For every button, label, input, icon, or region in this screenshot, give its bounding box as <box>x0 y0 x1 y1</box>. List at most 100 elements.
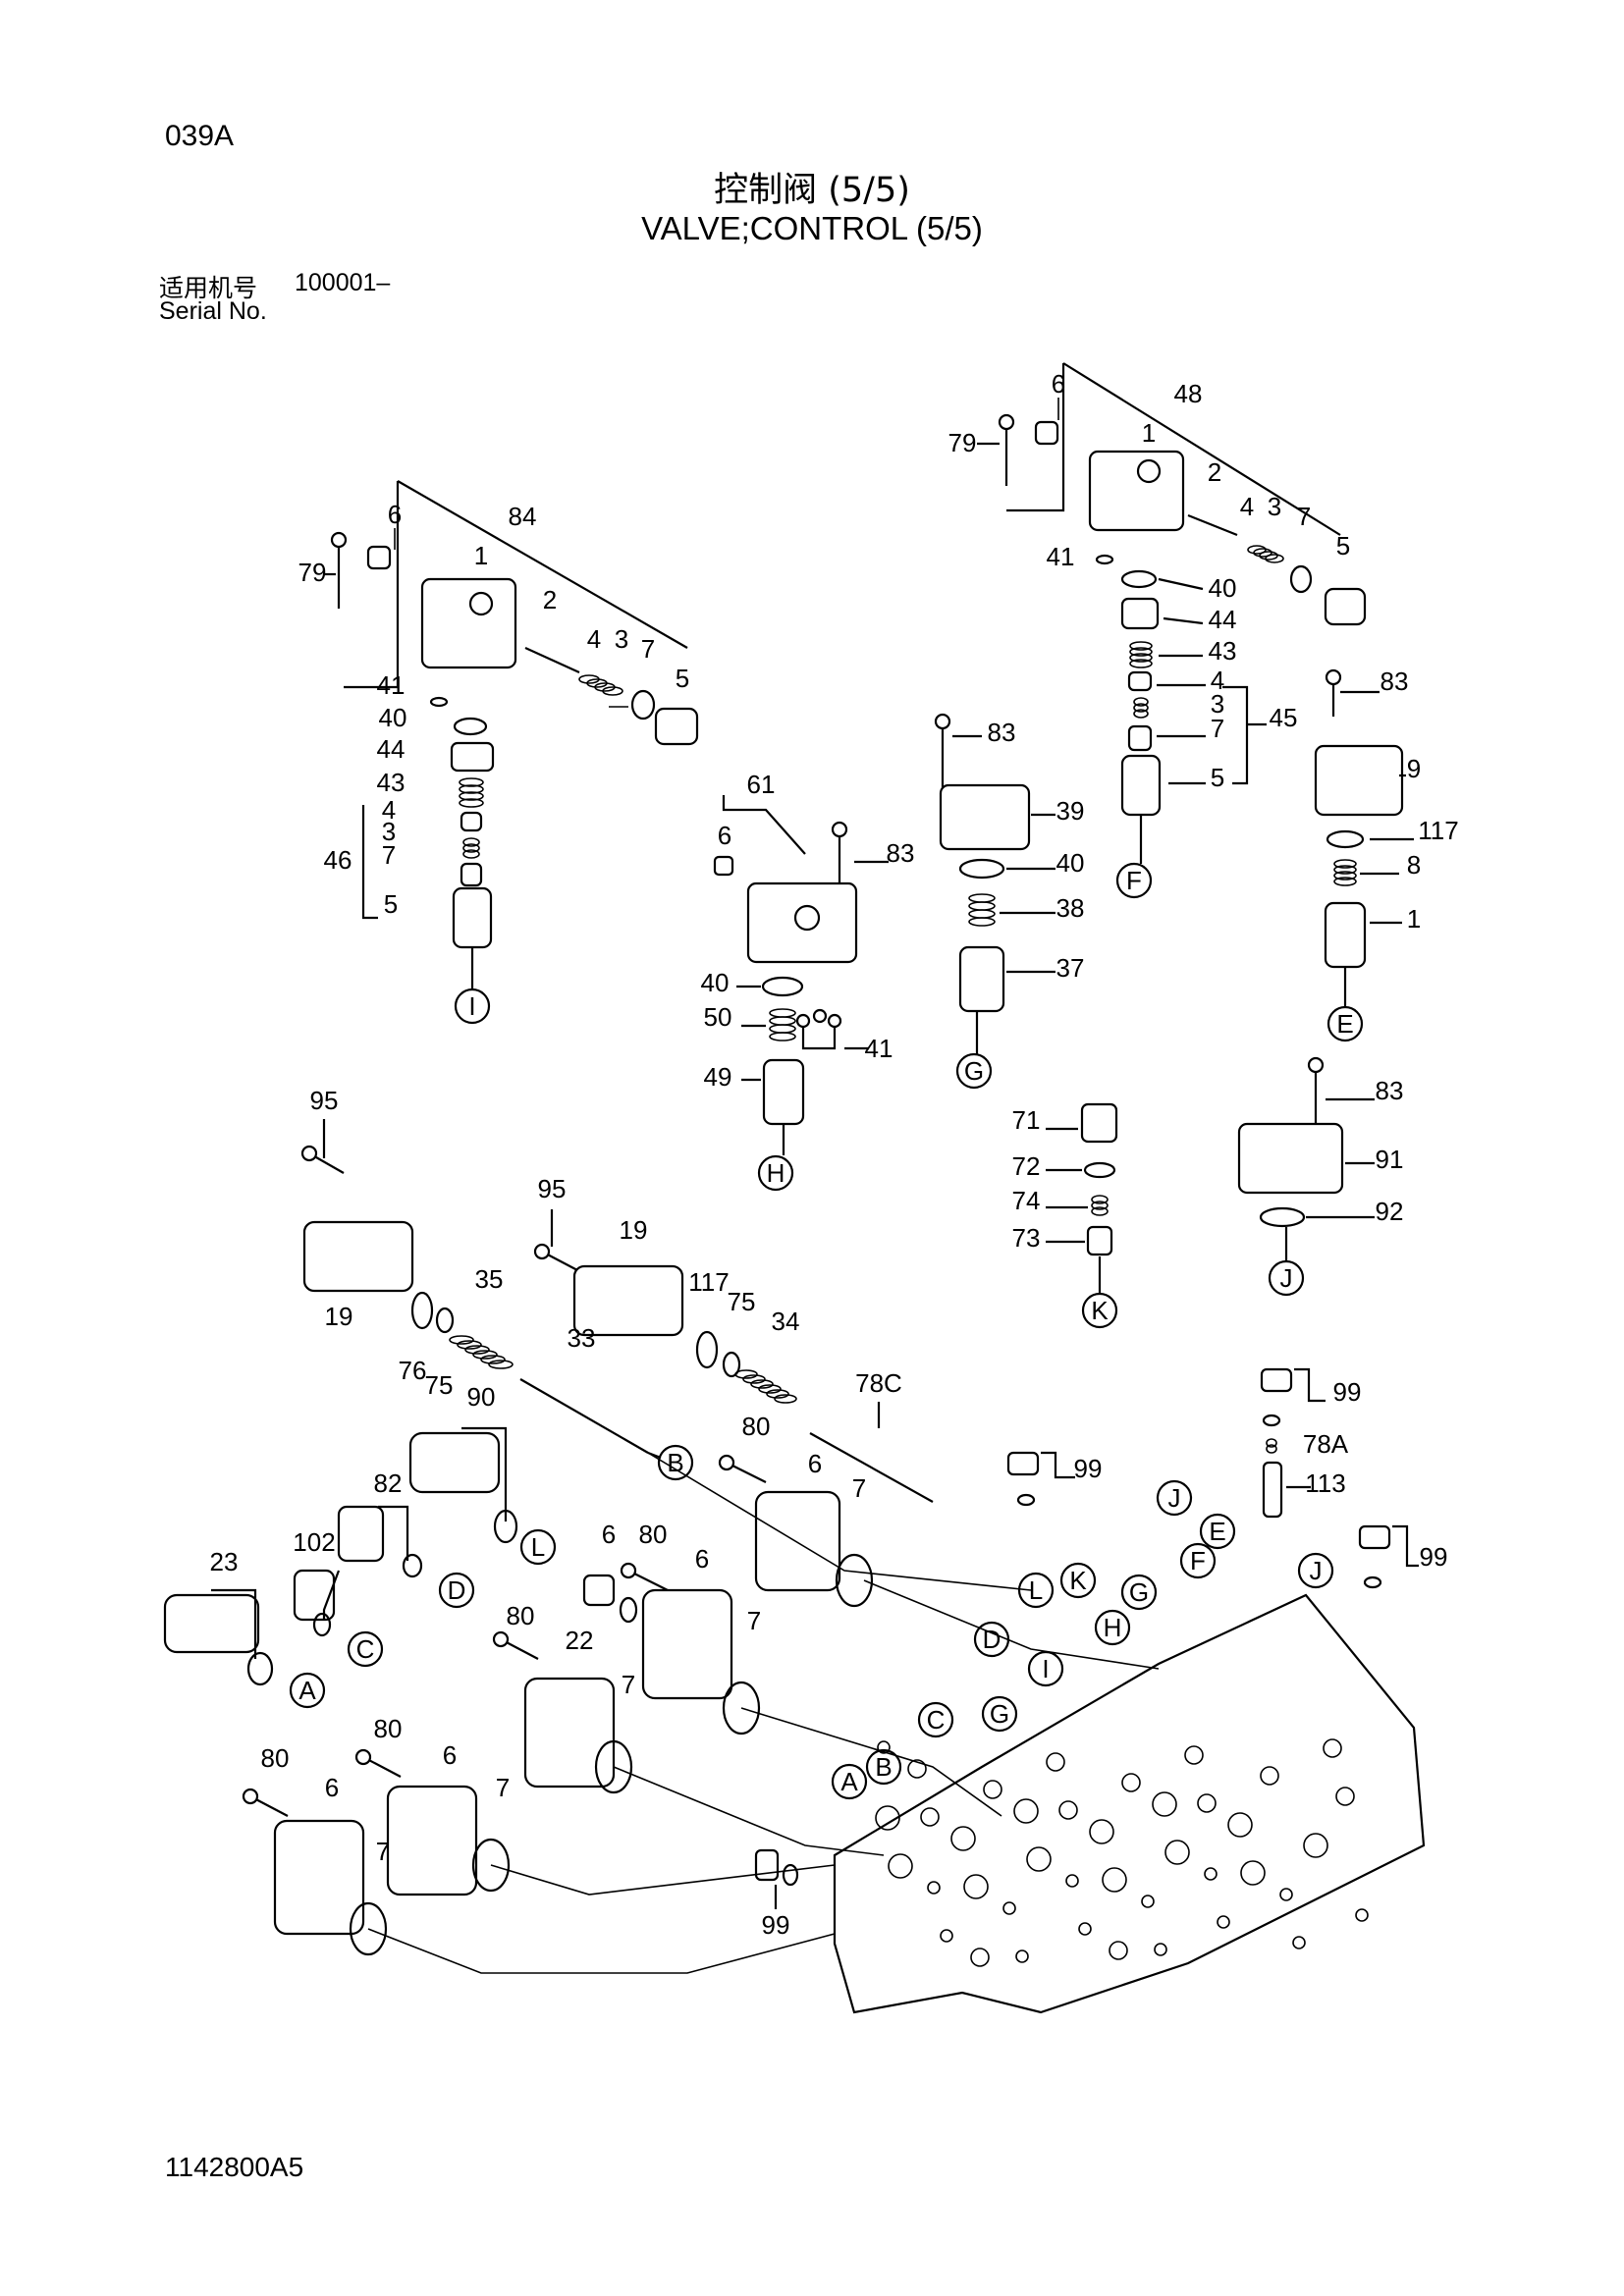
leader-line <box>722 795 806 855</box>
body-port <box>1197 1793 1217 1813</box>
spring-coil <box>462 849 480 859</box>
spring-coil <box>472 1350 498 1360</box>
bolt-head <box>620 1562 637 1579</box>
callout-45: 45 <box>1270 703 1298 732</box>
callout-1: 1 <box>1142 418 1156 448</box>
connector-I: I <box>1042 1654 1049 1683</box>
spring-coil <box>1333 859 1357 869</box>
spring-coil <box>459 798 484 808</box>
callout-6: 6 <box>443 1740 457 1770</box>
callout-71: 71 <box>1012 1105 1041 1135</box>
bolt-head <box>1325 668 1342 686</box>
bolt-head <box>998 413 1015 431</box>
callout-83: 83 <box>988 718 1016 747</box>
spring-coil <box>769 1016 796 1026</box>
callout-41: 41 <box>377 670 406 700</box>
flange <box>386 1785 478 1896</box>
connector-H: H <box>767 1158 785 1188</box>
seat <box>1120 597 1160 630</box>
callout-102: 102 <box>293 1527 335 1557</box>
plug <box>1324 587 1367 626</box>
connector-B: B <box>875 1752 892 1782</box>
o-ring <box>594 1739 633 1794</box>
o-ring <box>435 1307 455 1334</box>
page-title-chinese: 控制阀 (5/5) <box>714 171 910 210</box>
connector-H-circle <box>1094 1609 1131 1646</box>
callout-8: 8 <box>1407 850 1421 880</box>
leader-line <box>461 1426 508 1522</box>
callout-39: 39 <box>1056 796 1085 826</box>
callout-75: 75 <box>728 1287 756 1316</box>
callout-3: 3 <box>1211 689 1224 719</box>
leader-line <box>211 1588 257 1659</box>
connector-B-circle <box>657 1444 694 1481</box>
o-ring <box>695 1330 719 1369</box>
body-port <box>1184 1745 1204 1765</box>
callout-41: 41 <box>1047 542 1075 571</box>
leader-line <box>863 1579 1160 1670</box>
callout-83: 83 <box>1376 1076 1404 1105</box>
leader-line <box>801 1027 837 1050</box>
o-ring <box>1326 829 1365 849</box>
pin <box>1262 1461 1283 1519</box>
o-ring <box>1259 1206 1306 1228</box>
callout-73: 73 <box>1012 1223 1041 1253</box>
leader-line <box>397 480 688 649</box>
valve-block <box>746 881 858 964</box>
body-port <box>877 1740 891 1754</box>
callout-7: 7 <box>382 840 396 870</box>
connector-E-circle <box>1199 1513 1236 1550</box>
body-port <box>950 1826 976 1851</box>
o-ring <box>1095 554 1114 565</box>
spring-coil <box>968 893 996 903</box>
spool <box>524 646 580 674</box>
valve-sleeve <box>1120 754 1162 817</box>
leader-line <box>1222 685 1249 785</box>
body-port <box>1227 1812 1253 1838</box>
callout-80: 80 <box>742 1412 771 1441</box>
bolt-head <box>330 531 348 549</box>
relief-valve <box>163 1593 260 1654</box>
plug <box>654 707 699 746</box>
o-ring <box>722 1681 761 1735</box>
connector-J: J <box>1168 1483 1181 1513</box>
body-port <box>1102 1867 1127 1893</box>
plug <box>1260 1367 1293 1393</box>
body-port <box>1015 1949 1029 1963</box>
callout-48: 48 <box>1174 379 1203 408</box>
valve-block <box>1314 744 1404 817</box>
o-ring <box>246 1651 274 1686</box>
callout-72: 72 <box>1012 1151 1041 1181</box>
callout-79: 79 <box>298 558 327 587</box>
connector-C-circle <box>917 1701 954 1738</box>
connector-B: B <box>667 1448 683 1477</box>
callout-99: 99 <box>1333 1377 1362 1407</box>
spring-coil <box>1333 871 1357 881</box>
body-port <box>1065 1874 1079 1888</box>
callout-34: 34 <box>772 1307 800 1336</box>
leader-line <box>367 1928 836 1974</box>
o-ring <box>312 1612 332 1637</box>
body-port <box>1152 1791 1177 1817</box>
callout-44: 44 <box>1209 605 1237 634</box>
bolt-head <box>934 713 951 730</box>
connector-G: G <box>1129 1577 1149 1607</box>
callout-78C: 78C <box>855 1368 902 1398</box>
connector-G-circle <box>955 1052 993 1090</box>
body-port <box>875 1805 900 1831</box>
callout-5: 5 <box>1336 531 1350 561</box>
spring-coil <box>750 1379 774 1389</box>
connector-A: A <box>298 1676 316 1705</box>
valve-body <box>1324 901 1367 969</box>
o-ring <box>761 976 804 997</box>
bolt-head <box>1307 1056 1325 1074</box>
callout-80: 80 <box>374 1714 403 1743</box>
callout-4: 4 <box>382 795 396 825</box>
leader-line <box>1006 363 1065 512</box>
leader-line <box>1294 1367 1326 1403</box>
body-port <box>888 1853 913 1879</box>
serial-range: 100001– <box>295 269 391 296</box>
callout-6: 6 <box>325 1773 339 1802</box>
plug <box>754 1848 780 1882</box>
body-port <box>1217 1915 1230 1929</box>
